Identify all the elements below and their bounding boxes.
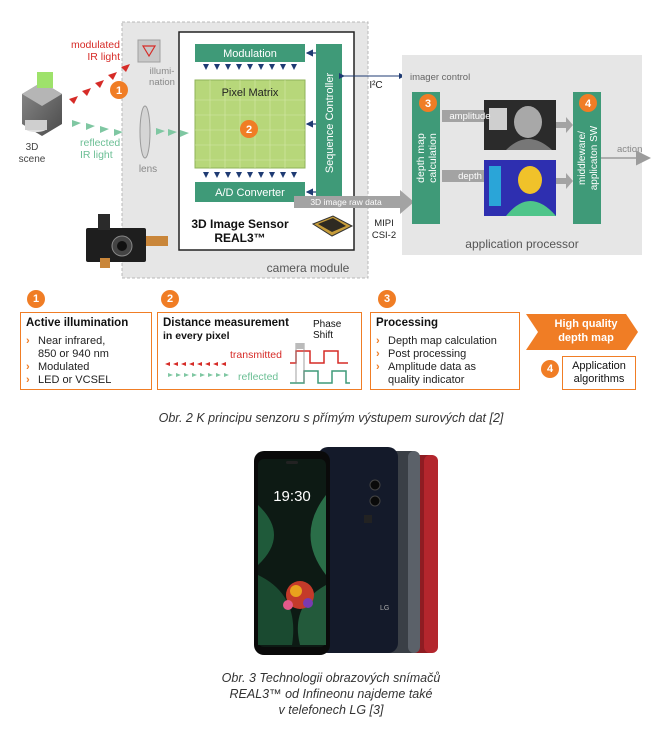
application-algorithms-label-2: algorithms [573,373,625,385]
raw-data-arrow [294,190,414,214]
high-quality-arrow [526,314,638,350]
pixel-grid [195,80,305,168]
active-illumination-title: Active illumination [26,317,129,329]
label-modulated-2: IR light [87,51,120,63]
sequence-controller-block [316,44,342,202]
list-item: Modulated [26,361,111,374]
box2-badge: 2 [161,290,179,308]
label-lens: lens [139,164,157,175]
box1-badge: 1 [27,290,45,308]
label-depth: depth [458,171,482,182]
label-sensor-title-2: REAL3™ [214,231,265,245]
lg-logo-back: LG [380,605,389,612]
distance-title-1: Distance measurement [163,317,289,329]
scene-cube [22,72,62,136]
processing-list: Depth map calculation Post processing Am… [376,335,497,387]
label-scene-2: scene [19,154,46,165]
phone-clock: 19:30 [273,488,311,505]
label-mipi-1: MIPI [374,218,394,229]
label-illumination-1: illumi- [150,66,175,77]
depth-map-calc-block [412,92,440,224]
label-raw-data: 3D image raw data [310,197,382,207]
label-camera-module: camera module [267,261,350,275]
box3-badge: 3 [378,290,396,308]
figure-3-caption-2: REAL3™ od Infineonu najdeme také [229,687,433,701]
middleware-block [573,92,601,224]
figure-3-caption-3: v telefonech LG [3] [278,703,384,717]
phase-waveforms [165,343,350,384]
distance-measurement-box: Distance measurement in every pixel Phas… [157,312,362,390]
label-sequence-controller: Sequence Controller [324,73,336,174]
label-scene-1: 3D [26,142,39,153]
badge-4: 4 [585,98,592,110]
processing-title: Processing [376,317,438,329]
ad-converter-block [195,182,305,202]
reflected-ir-arrows [72,120,189,137]
distance-title-2: in every pixel [163,330,230,342]
label-modulated-1: modulated [71,39,120,51]
label-modulation: Modulation [223,48,277,60]
label-mipi-2: CSI-2 [372,230,396,241]
label-sensor-title-1: 3D Image Sensor [191,217,289,231]
label-middleware-2: applicaton SW [589,125,600,190]
active-illumination-list: Near infrared,850 or 940 nm Modulated LE… [26,335,111,387]
modulation-arrows [203,64,297,70]
label-ad-converter: A/D Converter [215,187,285,199]
emitter [137,39,161,63]
box4-badge: 4 [541,360,559,378]
high-quality-label-1: High quality [554,318,618,330]
label-middleware-1: middleware/ [577,131,588,185]
modulated-ir-arrows [69,64,130,104]
modulation-block [195,44,305,62]
label-action: action [617,144,642,155]
badge-3: 3 [425,98,431,110]
application-processor-region [402,55,642,255]
label-amplitude: amplitude [449,111,490,122]
high-quality-label-2: depth map [558,332,614,344]
figure-2-caption: Obr. 2 K principu senzoru s přímým výstu… [158,411,504,425]
label-i2c: I²C [369,80,382,91]
label-application-processor: application processor [465,237,578,251]
label-imager-control: imager control [410,72,470,83]
label-depth-map-calc-1: depth map [415,133,427,183]
active-illumination-box: Active illumination Near infrared,850 or… [20,312,152,390]
phase-shift-label-2: Shift [313,330,334,341]
label-reflected-1: reflected [80,137,120,149]
label-illumination-2: nation [149,77,175,88]
badge-1: 1 [116,85,122,97]
badge-2: 2 [246,124,252,136]
application-algorithms-box: Application algorithms [562,356,636,390]
label-depth-map-calc-2: calculation [427,133,439,183]
reflected-label: reflected [238,371,279,383]
lg-phones-photo: LG [254,447,438,655]
list-item: Near infrared,850 or 940 nm [26,335,111,361]
sensor-chip [311,215,354,237]
ad-arrows [203,172,297,178]
lens [139,105,151,159]
list-item: LED or VCSEL [26,374,111,387]
label-pixel-matrix: Pixel Matrix [222,87,279,99]
list-item: Post processing [376,348,497,361]
sensor-diagram: 1 2 3 4 modulated IR light illumi- natio… [19,21,651,279]
figure-3-caption-1: Obr. 3 Technologii obrazových snímačů [221,671,441,685]
transmitted-label: transmitted [230,349,282,361]
processing-box: Processing Depth map calculation Post pr… [370,312,520,390]
label-reflected-2: IR light [80,149,113,161]
phase-shift-label-1: Phase [313,319,342,330]
list-item: Depth map calculation [376,335,497,348]
camera-module-photo [86,214,168,268]
application-algorithms-label-1: Application [572,360,626,372]
